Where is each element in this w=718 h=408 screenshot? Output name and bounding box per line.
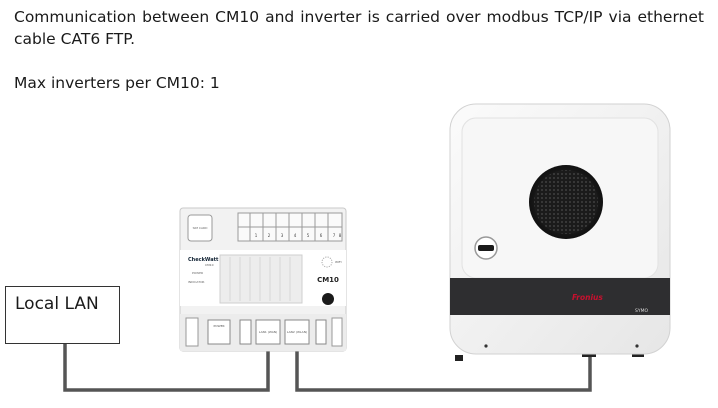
svg-text:8: 8 — [339, 233, 342, 238]
svg-text:POWER: POWER — [192, 271, 203, 275]
svg-text:2: 2 — [268, 233, 271, 238]
lan2-port — [284, 319, 310, 345]
cable-cm10-to-inverter — [295, 345, 592, 392]
power-port — [207, 319, 231, 345]
svg-text:LAN1 (WAN): LAN1 (WAN) — [259, 330, 277, 334]
svg-text:3: 3 — [281, 233, 284, 238]
wifi-indicator-icon — [321, 256, 333, 268]
svg-text:1: 1 — [255, 233, 258, 238]
inverter-device: Fronius SYMO — [449, 103, 671, 361]
sim-label: SIM CARD — [193, 226, 209, 230]
intro-paragraph: Communication between CM10 and inverter … — [14, 8, 704, 48]
svg-text:6: 6 — [320, 233, 323, 238]
svg-text:5: 5 — [307, 233, 310, 238]
svg-text:4: 4 — [294, 233, 297, 238]
svg-text:CM10: CM10 — [205, 263, 214, 267]
terminal-block: 1 2 3 4 5 6 7 8 — [237, 212, 343, 242]
cable-lan-to-cm10 — [63, 344, 270, 392]
fronius-logo: Fronius — [572, 293, 603, 302]
sim-slot — [187, 214, 213, 242]
checkwatt-logo: CheckWatt — [188, 257, 219, 263]
svg-text:LAN2 (WLAN): LAN2 (WLAN) — [287, 330, 307, 334]
cm10-device: SIM CARD 1 2 3 4 5 6 7 8 Check — [179, 207, 347, 352]
cm10-button-icon — [322, 293, 334, 305]
local-lan-box: Local LAN — [5, 286, 120, 344]
cm10-model-label: CM10 — [317, 276, 339, 284]
svg-text:INDICATOR: INDICATOR — [188, 280, 205, 284]
max-inverters-text: Max inverters per CM10: 1 — [14, 74, 220, 92]
svg-text:7: 7 — [333, 233, 336, 238]
lan1-port — [255, 319, 281, 345]
local-lan-label: Local LAN — [15, 294, 99, 314]
inverter-model-label: SYMO — [635, 308, 648, 314]
description-text: Communication between CM10 and inverter … — [14, 6, 704, 50]
svg-text:WIFI: WIFI — [335, 260, 342, 264]
svg-text:POWER: POWER — [213, 324, 224, 328]
